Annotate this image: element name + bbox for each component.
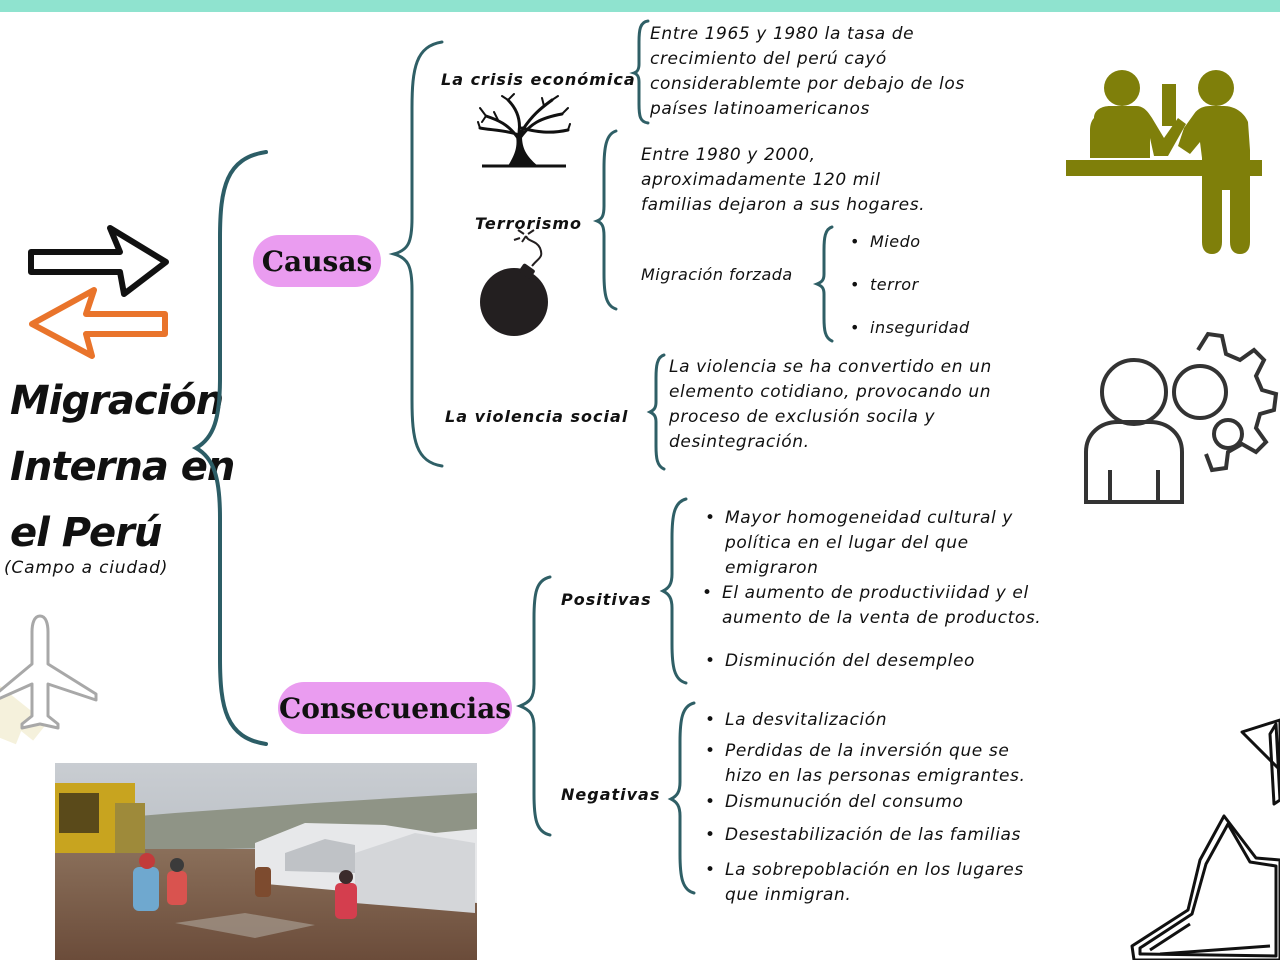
violencia-brace <box>648 352 668 472</box>
terrorismo-text: Entre 1980 y 2000, aproximadamente 120 m… <box>641 143 941 218</box>
crisis-text-line: crecimiento del perú cayó <box>650 47 980 72</box>
negativas-label: Negativas <box>561 785 660 804</box>
item-line: Perdidas de la inversión que se <box>725 739 1061 764</box>
item-line: aumento de la venta de productos. <box>722 606 1061 631</box>
violencia-text-line: elemento cotidiano, provocando un <box>669 380 1029 405</box>
terrorismo-text-line: Entre 1980 y 2000, <box>641 143 941 168</box>
item-line: Disminución del desempleo <box>725 649 1061 674</box>
list-item: Disminución del desempleo <box>701 649 1061 674</box>
list-item: Mayor homogeneidad cultural y política e… <box>701 506 1061 581</box>
terrorismo-text-line: aproximadamente 120 mil <box>641 168 941 193</box>
item-line: política en el lugar del que <box>725 531 1061 556</box>
violencia-text-line: La violencia se ha convertido en un <box>669 355 1029 380</box>
violencia-text-line: proceso de exclusión socila y <box>669 405 1029 430</box>
right-arrow-icon <box>31 228 166 294</box>
left-arrow-icon <box>32 290 165 356</box>
causas-brace <box>390 38 450 470</box>
positivas-label: Positivas <box>561 590 652 609</box>
item-line: El aumento de productiviidad y el <box>722 581 1061 606</box>
item-line: Dismunución del consumo <box>725 790 1061 815</box>
positivas-list: Mayor homogeneidad cultural y política e… <box>701 506 1061 674</box>
title-subtitle: (Campo a ciudad) <box>4 558 168 578</box>
migracion-brace <box>814 224 836 344</box>
terrorismo-label: Terrorismo <box>475 214 582 233</box>
consecuencias-brace <box>516 574 556 838</box>
list-item: Dismunución del consumo <box>701 790 1061 815</box>
airplane-icon <box>0 612 100 734</box>
list-item: El aumento de productiviidad y el aument… <box>698 581 1061 631</box>
item-line: La desvitalización <box>725 708 1061 733</box>
crisis-text: Entre 1965 y 1980 la tasa de crecimiento… <box>650 22 980 122</box>
violencia-text-line: desintegración. <box>669 430 1029 455</box>
crisis-label: La crisis económica <box>441 70 636 89</box>
terrorismo-text-line: familias dejaron a sus hogares. <box>641 193 941 218</box>
exchange-arrows-icon <box>28 224 173 364</box>
tree-icon <box>478 94 570 168</box>
item-line: La sobrepoblación en los lugares <box>725 858 1061 883</box>
causas-pill: Causas <box>253 235 381 287</box>
terrorismo-brace <box>594 128 618 312</box>
violencia-label: La violencia social <box>445 407 628 426</box>
people-desk-icon <box>1066 70 1262 258</box>
crisis-text-line: Entre 1965 y 1980 la tasa de <box>650 22 980 47</box>
crisis-brace <box>632 18 652 126</box>
main-brace <box>190 148 270 748</box>
migracion-list: Miedo terror inseguridad <box>846 229 996 340</box>
person-gear-icon <box>1080 330 1276 508</box>
negativas-brace <box>668 700 698 896</box>
bomb-icon <box>478 232 552 340</box>
camp-photo <box>55 763 477 960</box>
consecuencias-pill: Consecuencias <box>278 682 512 734</box>
list-item: Perdidas de la inversión que se hizo en … <box>701 739 1061 789</box>
list-item: La desvitalización <box>701 708 1061 733</box>
item-line: Mayor homogeneidad cultural y <box>725 506 1061 531</box>
list-item: inseguridad <box>846 315 996 340</box>
list-item: La sobrepoblación en los lugares que inm… <box>701 858 1061 908</box>
violencia-text: La violencia se ha convertido en un elem… <box>669 355 1029 455</box>
crisis-text-line: países latinoamericanos <box>650 97 980 122</box>
positivas-brace <box>660 496 690 686</box>
negativas-list: La desvitalización Perdidas de la invers… <box>701 708 1061 908</box>
list-item: terror <box>846 272 996 297</box>
migracion-forzada-label: Migración forzada <box>641 262 793 287</box>
list-item: Desestabilización de las familias <box>701 823 1061 848</box>
crisis-text-line: considerablemte por debajo de los <box>650 72 980 97</box>
item-line: emigraron <box>725 556 1061 581</box>
item-line: Desestabilización de las familias <box>725 823 1061 848</box>
item-line: hizo en las personas emigrantes. <box>725 764 1061 789</box>
star-icon <box>1130 710 1280 960</box>
list-item: Miedo <box>846 229 996 254</box>
item-line: que inmigran. <box>725 883 1061 908</box>
top-accent-bar <box>0 0 1280 12</box>
